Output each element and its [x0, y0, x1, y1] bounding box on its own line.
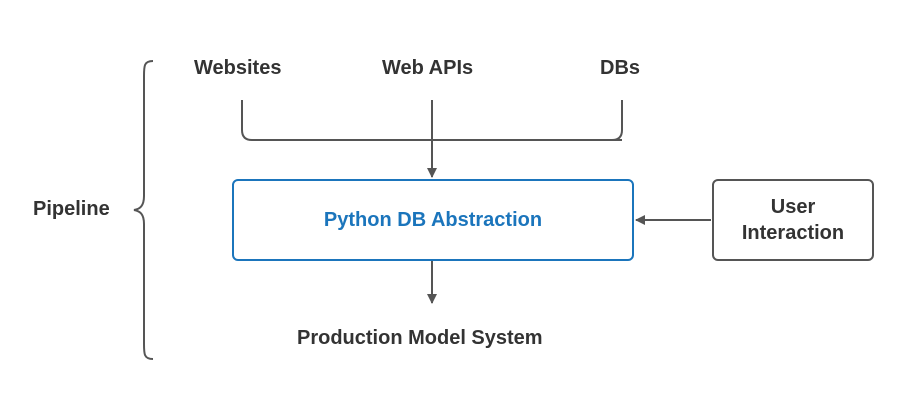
pipeline-brace	[133, 60, 154, 360]
source-websites: Websites	[194, 57, 282, 79]
user-interaction-box: User Interaction	[712, 179, 874, 261]
websites-connector	[241, 100, 622, 141]
production-model-system-label: Production Model System	[297, 327, 543, 349]
source-dbs: DBs	[600, 57, 641, 79]
python-db-abstraction-box: Python DB Abstraction	[232, 179, 634, 261]
pipeline-label: Pipeline	[33, 198, 110, 220]
dbs-connector	[611, 100, 623, 141]
user-interaction-label: User Interaction	[741, 196, 845, 244]
source-web-apis: Web APIs	[382, 57, 474, 79]
python-db-abstraction-label: Python DB Abstraction	[323, 208, 543, 231]
